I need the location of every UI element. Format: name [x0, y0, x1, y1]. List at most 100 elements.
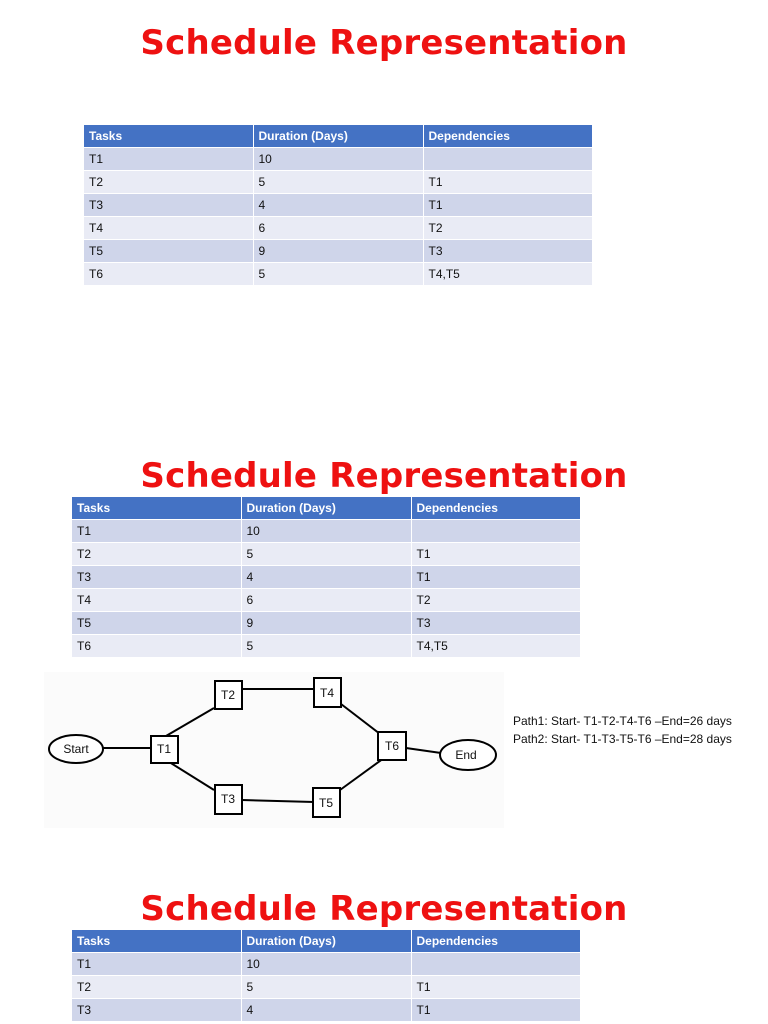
cell-duration: 5: [241, 542, 412, 566]
edge-t3-t5: [241, 799, 315, 803]
cell-dependencies: T1: [423, 170, 593, 194]
cell-task: T6: [84, 262, 254, 286]
cell-task: T3: [72, 998, 242, 1022]
cell-task: T4: [84, 216, 254, 240]
cell-duration: 4: [253, 193, 424, 217]
slide-2-title: Schedule Representation: [140, 456, 628, 496]
cell-task: T3: [72, 565, 242, 589]
header-dependencies: Dependencies: [411, 930, 581, 953]
cell-task: T1: [72, 519, 242, 543]
cell-dependencies: [411, 519, 581, 543]
edge-t6-end: [405, 747, 442, 754]
cell-task: T1: [84, 147, 254, 171]
cell-duration: 5: [241, 634, 412, 658]
edge-t5-t6: [339, 757, 385, 791]
node-label-t4: T4: [320, 686, 334, 700]
header-dependencies: Dependencies: [411, 497, 581, 520]
cell-task: T4: [72, 588, 242, 612]
table-header-row: Tasks Duration (Days) Dependencies: [84, 125, 593, 148]
cell-dependencies: [411, 952, 581, 976]
node-label-t1: T1: [157, 742, 171, 756]
cell-task: T2: [72, 542, 242, 566]
cell-dependencies: T1: [411, 998, 581, 1022]
header-duration: Duration (Days): [241, 930, 412, 953]
cell-dependencies: T1: [411, 565, 581, 589]
node-label-t3: T3: [221, 792, 235, 806]
cell-dependencies: T1: [411, 542, 581, 566]
cell-task: T1: [72, 952, 242, 976]
cell-dependencies: T4,T5: [423, 262, 593, 286]
node-t5: [312, 787, 341, 818]
node-label-t2: T2: [221, 688, 235, 702]
diagram-background: [44, 672, 504, 828]
cell-task: T6: [72, 634, 242, 658]
cell-duration: 4: [241, 998, 412, 1022]
network-diagram: Start T1 T2 T3 T4 T5 T6 End: [44, 672, 504, 828]
header-duration: Duration (Days): [253, 125, 424, 148]
cell-duration: 5: [253, 170, 424, 194]
cell-duration: 10: [241, 519, 412, 543]
path-2-text: Path2: Start- T1-T3-T5-T6 –End=28 days: [513, 732, 732, 746]
cell-task: T2: [84, 170, 254, 194]
node-t6: [377, 731, 407, 761]
cell-task: T5: [84, 239, 254, 263]
header-tasks: Tasks: [84, 125, 254, 148]
cell-dependencies: T2: [423, 216, 593, 240]
header-tasks: Tasks: [72, 497, 242, 520]
cell-duration: 5: [241, 975, 412, 999]
cell-dependencies: T1: [423, 193, 593, 217]
slide-1-title: Schedule Representation: [140, 23, 628, 63]
cell-duration: 5: [253, 262, 424, 286]
critical-path-notes: Path1: Start- T1-T2-T4-T6 –End=26 days P…: [513, 712, 732, 748]
cell-dependencies: T3: [411, 611, 581, 635]
cell-duration: 9: [253, 239, 424, 263]
edge-t1-t2: [165, 707, 215, 737]
path-1-text: Path1: Start- T1-T2-T4-T6 –End=26 days: [513, 714, 732, 728]
cell-duration: 6: [253, 216, 424, 240]
header-duration: Duration (Days): [241, 497, 412, 520]
cell-dependencies: T4,T5: [411, 634, 581, 658]
cell-duration: 10: [241, 952, 412, 976]
node-t3: [214, 784, 243, 815]
cell-dependencies: T3: [423, 239, 593, 263]
node-t2: [214, 680, 243, 710]
node-label-t5: T5: [319, 796, 333, 810]
node-label-t6: T6: [385, 739, 399, 753]
node-end: [439, 739, 497, 771]
cell-dependencies: [423, 147, 593, 171]
node-label-start: Start: [63, 742, 89, 756]
cell-duration: 9: [241, 611, 412, 635]
header-dependencies: Dependencies: [423, 125, 593, 148]
table-header-row: Tasks Duration (Days) Dependencies: [72, 497, 581, 520]
diagram-edges: [96, 688, 442, 803]
cell-task: T3: [84, 193, 254, 217]
cell-duration: 4: [241, 565, 412, 589]
node-t1: [150, 735, 179, 764]
cell-dependencies: T1: [411, 975, 581, 999]
slide-3-title: Schedule Representation: [140, 889, 628, 929]
header-tasks: Tasks: [72, 930, 242, 953]
cell-dependencies: T2: [411, 588, 581, 612]
cell-duration: 6: [241, 588, 412, 612]
node-t4: [313, 677, 342, 708]
table-header-row: Tasks Duration (Days) Dependencies: [72, 930, 581, 953]
cell-task: T2: [72, 975, 242, 999]
